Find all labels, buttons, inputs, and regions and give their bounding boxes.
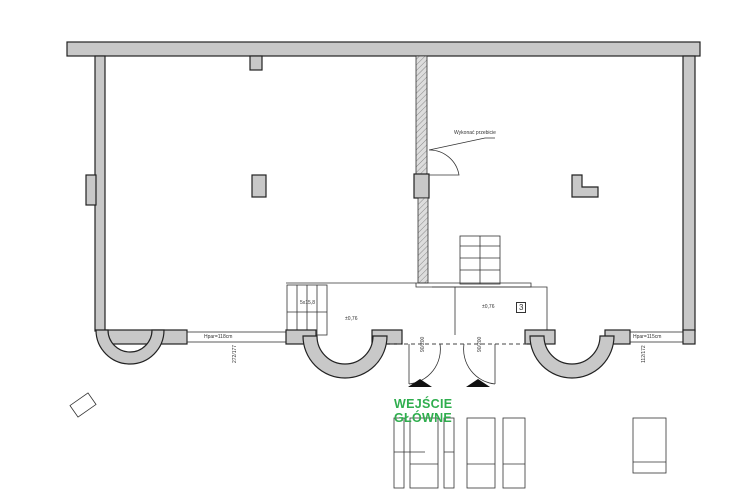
bay-right	[529, 335, 615, 379]
door-dims: 90/200	[477, 336, 483, 352]
main-entrance-line2: GŁÓWNE	[394, 411, 453, 425]
bottom-wall	[104, 329, 188, 345]
entrance-arrow	[408, 379, 432, 387]
main-entrance-label: WEJŚCIE GŁÓWNE	[394, 397, 452, 425]
furniture-elements	[393, 417, 667, 489]
right-wall	[682, 55, 696, 332]
main-entrance-line1: WEJŚCIE	[394, 397, 453, 411]
level-mark: ±0,76	[345, 316, 358, 322]
partition-wall	[415, 55, 428, 175]
door-dims: 90/200	[420, 336, 426, 352]
window-dims: 112/172	[641, 345, 647, 363]
stairs-label: 5x15,8	[300, 300, 316, 306]
room-number: 3	[516, 302, 527, 313]
window-height-label: Hpar=115cm	[633, 334, 662, 340]
level-mark: ±0,76	[482, 304, 495, 310]
top-wall	[66, 41, 701, 57]
bay-left	[95, 329, 165, 365]
bay-center	[302, 335, 388, 379]
window-height-label: Hpar=118cm	[204, 334, 233, 340]
window-dims: 272/177	[232, 344, 238, 363]
breakthrough-note: Wykonać przebicie	[454, 130, 496, 136]
side-entrance-arrow	[466, 379, 490, 387]
door-right	[463, 343, 496, 385]
